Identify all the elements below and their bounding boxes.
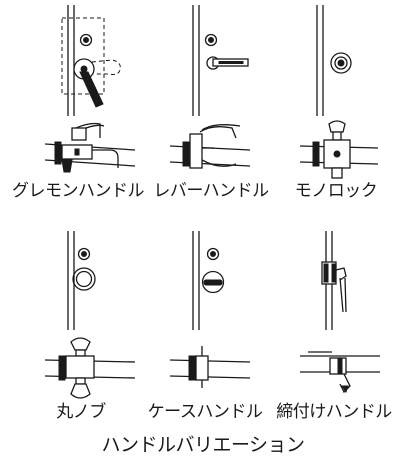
gremon-handle-front-view <box>61 5 121 116</box>
monolock-front-view <box>316 5 352 116</box>
tightening-handle-section <box>300 351 380 394</box>
monolock-label: モノロック <box>294 181 378 201</box>
diagram-caption: ハンドルバリエーション <box>101 434 305 456</box>
knob-front-view <box>67 231 96 330</box>
case-handle-label: ケースハンドル <box>147 402 263 422</box>
monolock-section <box>299 120 379 179</box>
knob-label: 丸ノブ <box>56 402 106 422</box>
lever-handle-label: レバーハンドル <box>153 181 269 201</box>
tightening-handle-front-view <box>321 231 347 330</box>
gremon-handle-label: グレモンハンドル <box>12 181 145 201</box>
case-handle-section <box>169 346 251 388</box>
lever-handle-section <box>169 124 251 169</box>
lever-handle-front-view <box>192 5 249 116</box>
knob-section <box>44 337 136 399</box>
gremon-handle-section <box>44 122 136 173</box>
case-handle-front-view <box>192 231 225 330</box>
tightening-handle-label: 締付けハンドル <box>276 402 392 422</box>
